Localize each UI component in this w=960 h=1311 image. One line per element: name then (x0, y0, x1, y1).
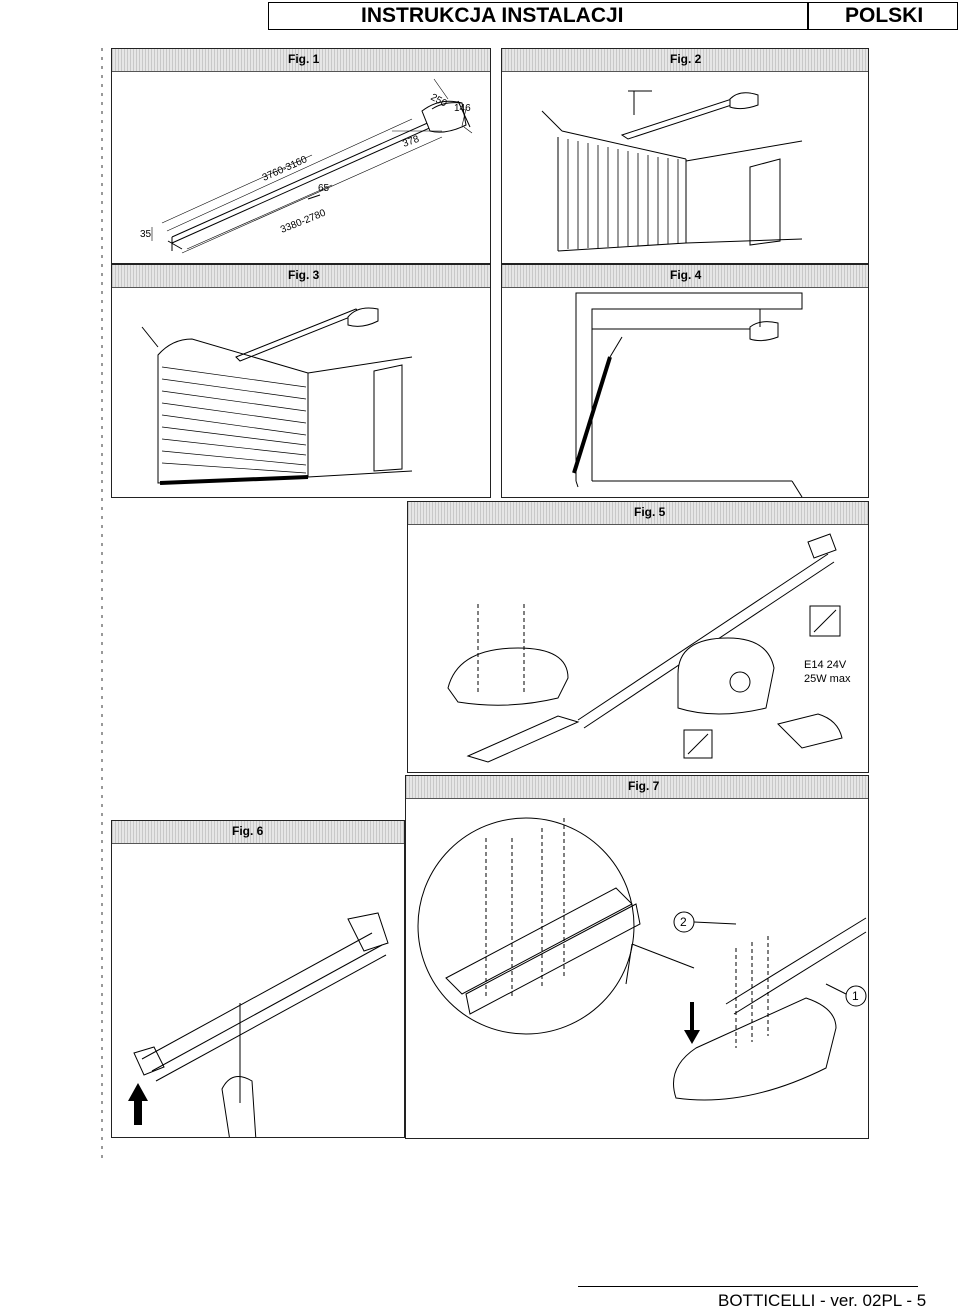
fig7-rail-mounting-drawing: 2 1 (417, 817, 867, 1101)
fig6-rail-marking-drawing (128, 912, 389, 1137)
callout-1-label: 1 (852, 989, 859, 1003)
fig2-door-slats (567, 139, 679, 249)
fig4-cross-section-drawing (572, 292, 803, 497)
lamp-rating-line2: 25W max (804, 673, 851, 685)
fig1-dim-65: 65 (318, 183, 330, 194)
figure-1-panel: Fig. 1 250 146 378 3760-3160 65 3380-278… (111, 48, 491, 264)
footer-rule (578, 1286, 918, 1287)
figure-6-panel: Fig. 6 (111, 820, 405, 1138)
lamp-rating-line1: E14 24V (804, 659, 847, 671)
figure-5-caption: Fig. 5 (634, 505, 666, 519)
figure-2-panel: Fig. 2 (501, 48, 869, 264)
fig1-dim-146: 146 (454, 103, 471, 114)
fig3-door-panels (161, 366, 307, 474)
figure-2-caption: Fig. 2 (670, 52, 702, 66)
figure-4-panel: Fig. 4 (501, 264, 869, 498)
figure-3-panel: Fig. 3 (111, 264, 491, 498)
figure-6-caption: Fig. 6 (232, 824, 264, 838)
figure-4-caption: Fig. 4 (670, 268, 702, 282)
language-label: POLSKI (845, 4, 924, 27)
arrow-down-icon (684, 1002, 700, 1044)
language-box: POLSKI (808, 2, 958, 30)
figure-7-caption: Fig. 7 (628, 779, 660, 793)
fig1-dim-3380: 3380-2780 (279, 208, 328, 236)
figure-3-caption: Fig. 3 (288, 268, 320, 282)
callout-2-label: 2 (680, 915, 687, 929)
figure-5-panel: Fig. 5 E14 24V 25W max (407, 501, 869, 773)
figure-7-panel: Fig. 7 2 1 (405, 775, 869, 1139)
figure-1-caption: Fig. 1 (288, 52, 320, 66)
fig1-dim-35: 35 (140, 229, 152, 240)
fig2-garage-drawing (541, 90, 803, 252)
fig3-sectional-door-drawing (141, 307, 413, 485)
arrow-up-icon (128, 1083, 148, 1125)
manual-title: INSTRUKCJA INSTALACJI (361, 4, 624, 27)
footer-text: BOTTICELLI - ver. 02PL - 5 (718, 1291, 927, 1310)
manual-title-box: INSTRUKCJA INSTALACJI (268, 2, 808, 30)
fig1-rail-drawing: 250 146 378 3760-3160 65 3380-2780 35 (140, 78, 473, 254)
fig5-motor-assembly-drawing: E14 24V 25W max (447, 533, 851, 763)
scan-edge (101, 48, 103, 1158)
